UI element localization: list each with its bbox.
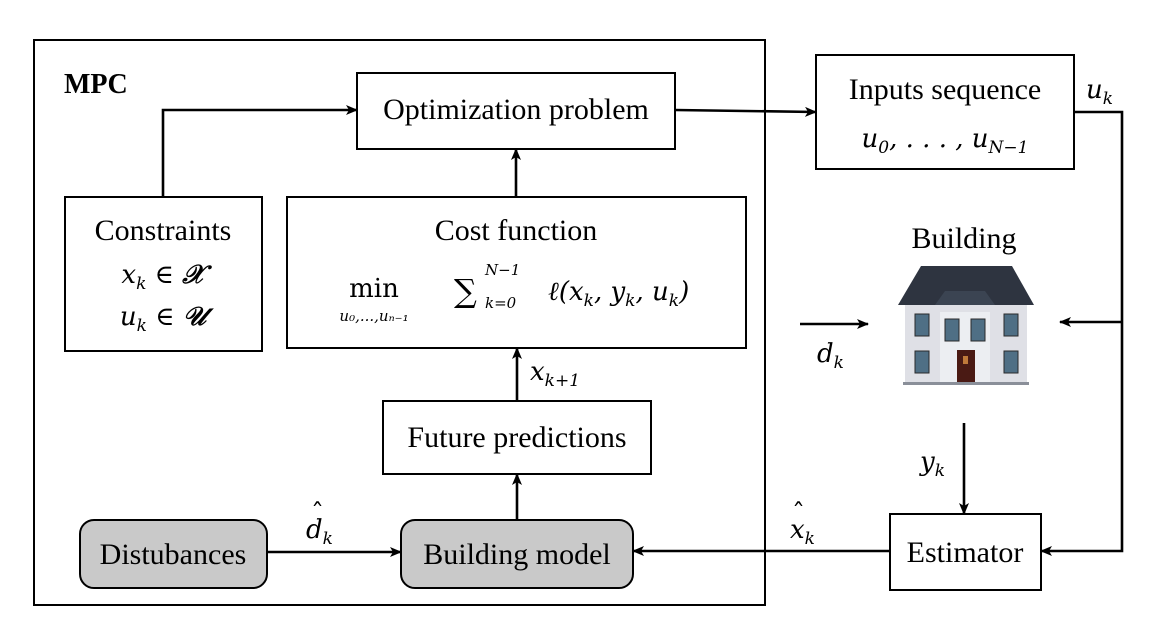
cost-stage-function: ℓ(xk, yk, uk)	[548, 277, 689, 311]
mpc-title: MPC	[64, 69, 128, 100]
cost-min-subscript: u₀,...,uₙ₋₁	[339, 307, 408, 325]
estimator-label: Estimator	[907, 536, 1024, 569]
xhat-hat: ˆ	[792, 499, 805, 529]
building-model-label: Building model	[423, 538, 611, 571]
cost-function-box	[286, 196, 747, 349]
disturbances-label: Distubances	[100, 538, 247, 571]
constraints-box	[64, 196, 263, 352]
line-uk-feedback	[1040, 110, 1124, 556]
uk-label: uk	[1086, 75, 1113, 109]
future-predictions-label: Future predictions	[407, 421, 626, 454]
inputs-sequence-title: Inputs sequence	[849, 73, 1041, 106]
cost-min: min	[349, 274, 399, 304]
dk-label: dk	[817, 339, 844, 373]
constraint-input: uk ∈ 𝒰	[120, 302, 215, 336]
inputs-sequence-box	[815, 54, 1075, 170]
cost-function-title: Cost function	[435, 214, 598, 247]
constraints-title: Constraints	[95, 214, 232, 247]
constraint-state: xk ∈ 𝒳	[121, 260, 212, 294]
xk1-label: xk+1	[530, 357, 580, 391]
dhat-label: dk	[306, 515, 333, 549]
inputs-sequence-formula: u0, . . . , uN−1	[862, 124, 1029, 158]
xhat-label: xk	[790, 515, 815, 549]
optimization-problem-label: Optimization problem	[383, 93, 649, 126]
arrow-constraints-to-optimization	[161, 105, 358, 197]
cost-sum-upper: N−1	[484, 261, 520, 279]
cost-sum-symbol: ∑	[454, 272, 477, 310]
yk-label: yk	[919, 447, 945, 481]
arrow-optimization-to-inputs	[674, 106, 817, 117]
estimator-box	[889, 513, 1042, 591]
house-icon	[898, 266, 1034, 385]
disturbances-box	[79, 519, 268, 589]
building-title: Building	[911, 222, 1016, 255]
optimization-problem-box	[356, 72, 676, 150]
future-predictions-box	[382, 400, 652, 475]
dhat-hat: ˆ	[311, 499, 324, 529]
cost-sum-lower: k=0	[485, 294, 517, 312]
